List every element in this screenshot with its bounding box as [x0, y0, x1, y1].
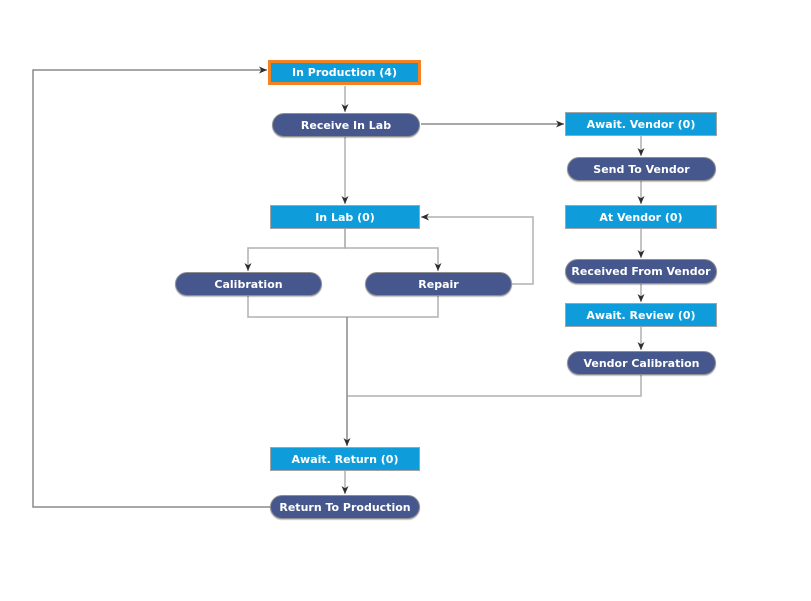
node-vendor-calibration[interactable]: Vendor Calibration	[567, 351, 716, 375]
node-await-vendor[interactable]: Await. Vendor (0)	[565, 112, 717, 136]
edge-vendor-calibration-to-merge-point	[347, 375, 642, 397]
node-calibration[interactable]: Calibration	[175, 272, 322, 296]
node-await-return[interactable]: Await. Return (0)	[270, 447, 420, 471]
edge-in-lab-to-calibration	[244, 229, 346, 271]
edge-calibration-to-merge-point	[247, 296, 347, 318]
node-receive-in-lab[interactable]: Receive In Lab	[272, 113, 420, 137]
node-await-review[interactable]: Await. Review (0)	[565, 303, 717, 327]
node-send-to-vendor[interactable]: Send To Vendor	[567, 157, 716, 181]
edge-repair-to-merge-point	[347, 296, 439, 318]
node-return-to-production[interactable]: Return To Production	[270, 495, 420, 519]
node-in-lab[interactable]: In Lab (0)	[270, 205, 420, 229]
node-in-production[interactable]: In Production (4)	[268, 60, 421, 85]
edge-in-lab-to-repair	[344, 229, 442, 271]
node-received-from-vendor[interactable]: Received From Vendor	[565, 259, 717, 284]
node-repair[interactable]: Repair	[365, 272, 512, 296]
node-at-vendor[interactable]: At Vendor (0)	[565, 205, 717, 229]
